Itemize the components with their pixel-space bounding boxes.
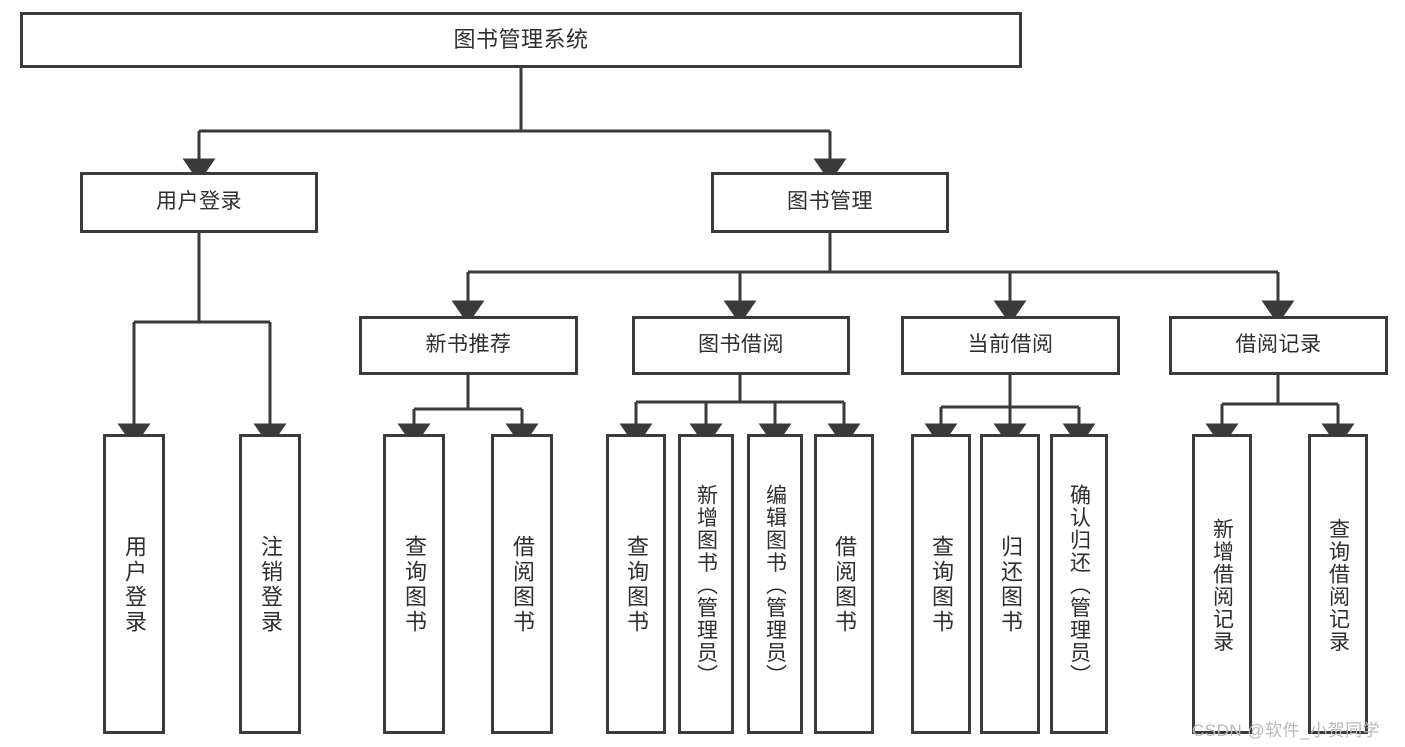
node-leaf-query-book-1[interactable]: 查询图书 [383,434,445,734]
node-leaf-confirm-return[interactable]: 确认归还（管理员） [1050,434,1108,734]
node-leaf-query-book-3[interactable]: 查询图书 [911,434,971,734]
node-leaf-query-book-2-label: 查询图书 [624,535,649,635]
node-new-book-recommend-label: 新书推荐 [425,333,512,357]
node-book-management[interactable]: 图书管理 [711,172,949,233]
node-new-book-recommend[interactable]: 新书推荐 [359,316,578,375]
node-leaf-query-book-1-label: 查询图书 [402,535,427,635]
node-leaf-add-book[interactable]: 新增图书（管理员） [678,434,734,734]
node-book-borrow-label: 图书借阅 [698,333,784,357]
node-leaf-edit-book[interactable]: 编辑图书（管理员） [747,434,803,734]
node-leaf-confirm-return-label: 确认归还（管理员） [1067,483,1091,687]
node-leaf-add-borrow-record[interactable]: 新增借阅记录 [1192,434,1252,734]
node-leaf-borrow-book-2[interactable]: 借阅图书 [814,434,874,734]
node-current-borrow-label: 当前借阅 [967,333,1054,357]
node-leaf-edit-book-label: 编辑图书（管理员） [763,483,787,687]
node-leaf-add-book-label: 新增图书（管理员） [694,483,718,687]
node-leaf-query-borrow-record-label: 查询借阅记录 [1326,517,1350,653]
node-leaf-query-book-2[interactable]: 查询图书 [606,434,666,734]
node-user-login[interactable]: 用户登录 [80,172,318,233]
node-leaf-logout[interactable]: 注销登录 [239,434,301,734]
node-borrow-records-label: 借阅记录 [1235,333,1322,357]
node-leaf-return-book[interactable]: 归还图书 [980,434,1040,734]
node-borrow-records[interactable]: 借阅记录 [1169,316,1388,375]
node-leaf-borrow-book-1[interactable]: 借阅图书 [491,434,553,734]
node-book-management-label: 图书管理 [787,190,873,214]
node-leaf-query-borrow-record[interactable]: 查询借阅记录 [1308,434,1368,734]
node-user-login-label: 用户登录 [156,190,242,214]
node-leaf-query-book-3-label: 查询图书 [929,535,954,635]
node-leaf-user-login[interactable]: 用户登录 [103,434,165,734]
node-current-borrow[interactable]: 当前借阅 [901,316,1120,375]
node-leaf-return-book-label: 归还图书 [998,535,1023,635]
node-root-label: 图书管理系统 [453,27,589,53]
csdn-watermark: CSDN @软件_小贺同学 [1192,721,1381,740]
node-leaf-add-borrow-record-label: 新增借阅记录 [1210,517,1234,653]
node-leaf-user-login-label: 用户登录 [122,535,147,635]
node-leaf-borrow-book-2-label: 借阅图书 [832,535,857,635]
node-root[interactable]: 图书管理系统 [20,12,1022,68]
node-book-borrow[interactable]: 图书借阅 [632,316,850,375]
node-leaf-logout-label: 注销登录 [258,535,283,635]
node-leaf-borrow-book-1-label: 借阅图书 [510,535,535,635]
